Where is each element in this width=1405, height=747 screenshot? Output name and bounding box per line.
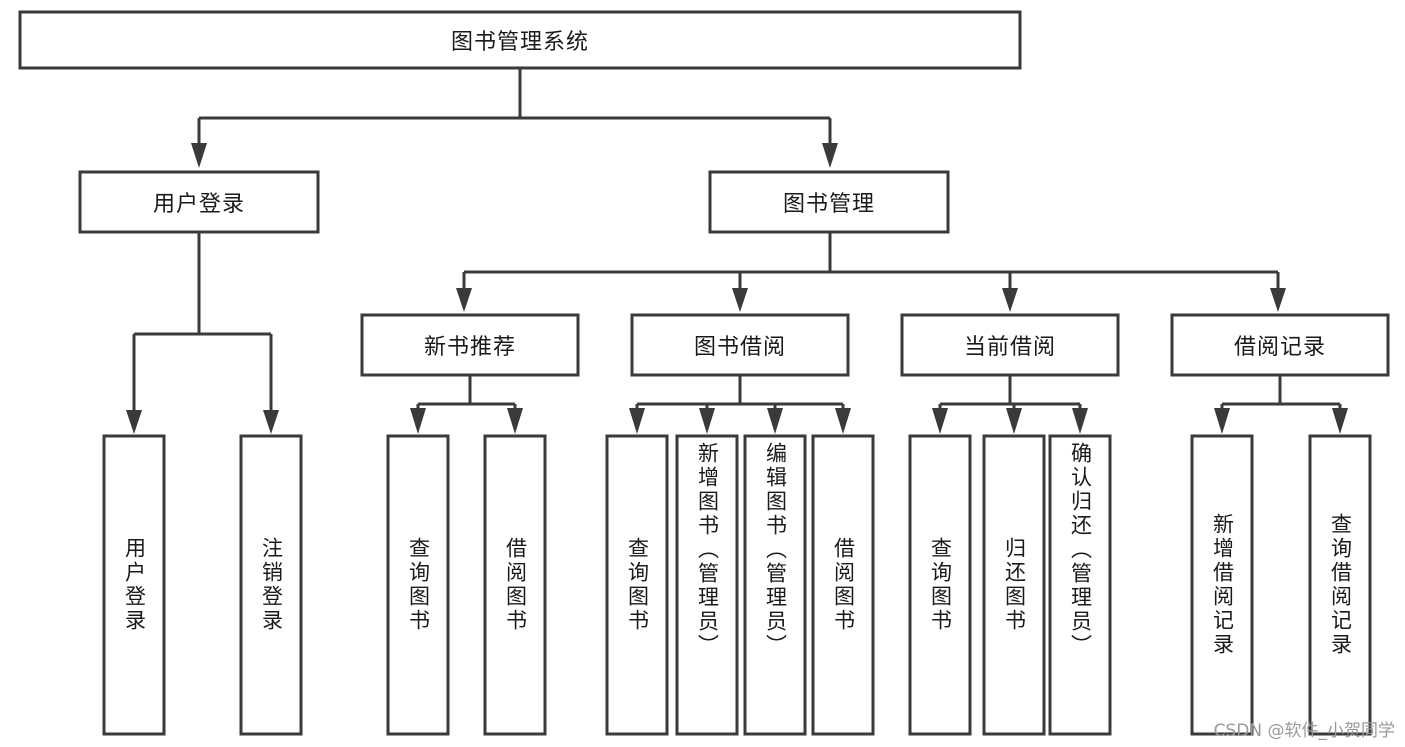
csdn-watermark: CSDN @软件_小贺同学 [1213,721,1395,741]
leaf-box-confirm-return-admin[interactable] [1048,434,1112,736]
arrow-root-to-book-mgmt [822,143,838,168]
arrow-records-to-leaf1 [1214,408,1230,434]
node-box-new-book-recommend[interactable] [360,313,580,377]
edge-group-book-borrow [629,375,851,434]
edge-group-root [191,68,838,168]
node-box-root[interactable] [18,10,1022,70]
leaf-box-edit-book-admin[interactable] [743,434,807,736]
node-box-book-borrow[interactable] [630,313,850,377]
arrow-newbooks-to-leaf1 [410,408,426,434]
edge-group-current-borrow [932,375,1088,434]
arrow-root-to-user-login [191,143,207,168]
arrow-bookmgmt-to-new-books [456,288,472,312]
leaf-box-query-books-current[interactable] [908,434,972,736]
arrow-userlogin-to-leaf1 [126,410,142,434]
arrow-borrow-to-leaf4 [835,408,851,434]
leaf-box-add-book-admin[interactable] [675,434,739,736]
node-box-current-borrow[interactable] [900,313,1120,377]
arrow-userlogin-to-leaf2 [263,410,279,434]
arrow-borrow-to-leaf3 [767,408,783,434]
leaf-box-logout[interactable] [239,434,303,736]
leaf-box-borrow-books-new[interactable] [483,434,547,736]
arrow-bookmgmt-to-borrow [732,288,748,312]
leaf-box-user-login[interactable] [102,434,166,736]
arrow-borrow-to-leaf2 [699,408,715,434]
edge-group-user-login [126,232,279,434]
arrow-bookmgmt-to-current [1002,288,1018,312]
arrow-borrow-to-leaf1 [629,408,645,434]
arrow-current-to-leaf1 [932,408,948,434]
edge-group-book-management [456,232,1286,312]
edge-group-borrow-records [1214,375,1348,434]
leaf-box-query-books-new[interactable] [386,434,450,736]
node-box-book-management[interactable] [708,170,950,234]
leaf-box-return-book[interactable] [982,434,1046,736]
arrow-bookmgmt-to-records [1270,288,1286,312]
edge-group-new-books [410,375,523,434]
arrow-current-to-leaf2 [1006,408,1022,434]
leaf-box-query-borrow-record[interactable] [1308,434,1372,736]
arrow-current-to-leaf3 [1072,408,1088,434]
arrow-newbooks-to-leaf2 [507,408,523,434]
node-box-borrow-records[interactable] [1170,313,1390,377]
node-box-user-login[interactable] [78,170,320,234]
arrow-records-to-leaf2 [1332,408,1348,434]
leaf-box-add-borrow-record[interactable] [1190,434,1254,736]
leaf-box-borrow-book[interactable] [811,434,875,736]
leaf-box-query-books-borrow[interactable] [605,434,669,736]
